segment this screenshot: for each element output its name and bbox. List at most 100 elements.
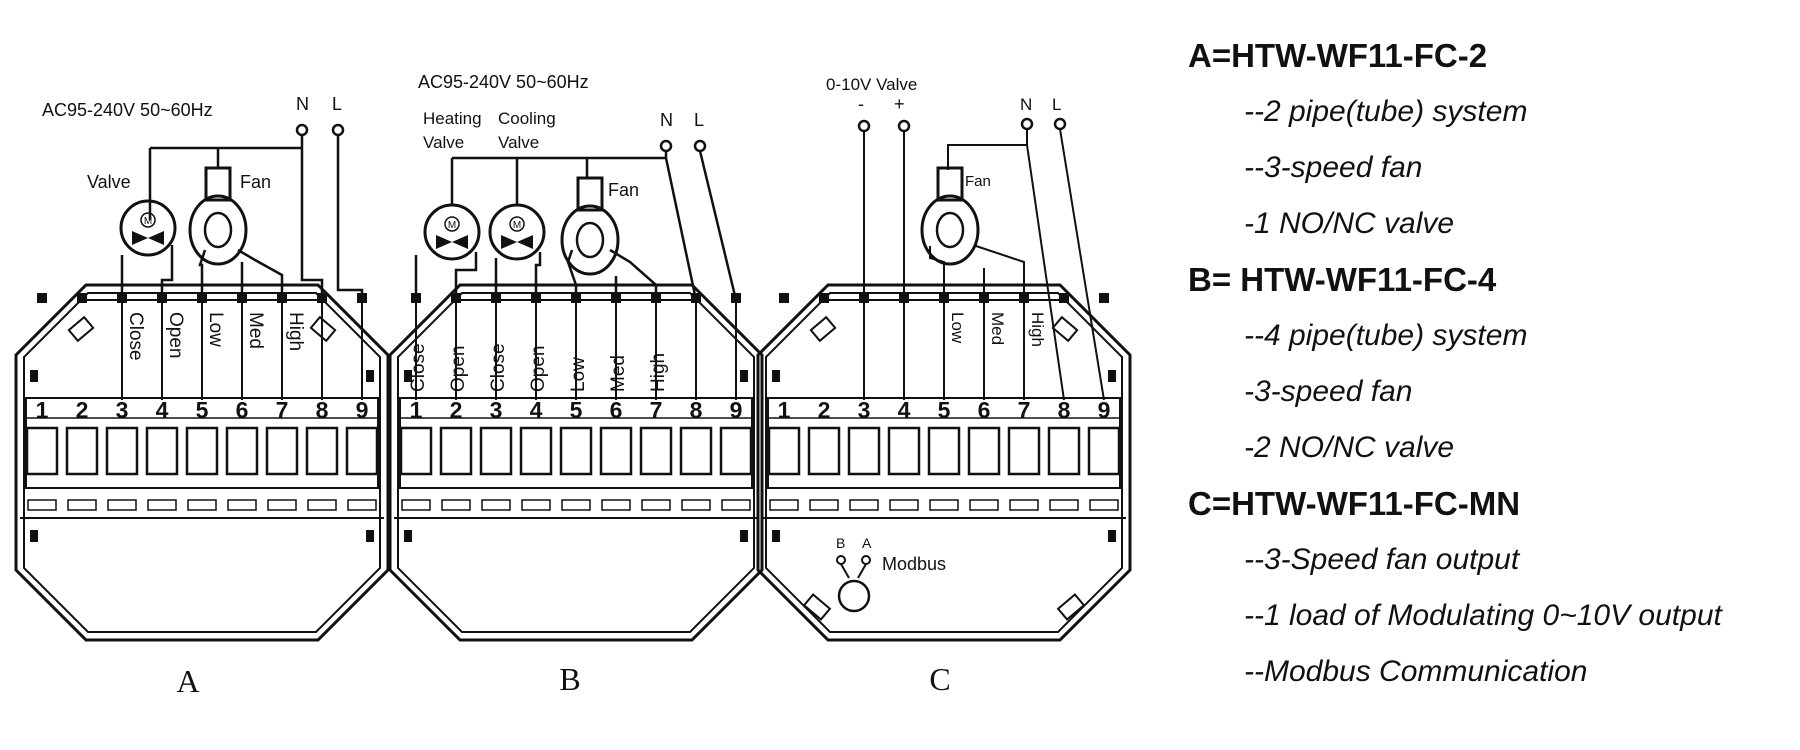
terminal-number: 9	[1098, 397, 1111, 423]
wire	[929, 246, 945, 300]
fan-label: Fan	[608, 180, 639, 200]
modbus-b-label: B	[836, 535, 845, 551]
terminal-screw	[639, 426, 673, 476]
wire	[237, 248, 284, 300]
legend-model-a: A=HTW-WF11-FC-2	[1188, 37, 1488, 74]
valve-symbol	[423, 203, 481, 261]
terminal-slot	[267, 499, 297, 511]
terminal-number: 1	[778, 397, 791, 423]
valve-symbol	[119, 199, 177, 257]
terminal-slot	[187, 499, 217, 511]
line-label: L	[1052, 95, 1061, 114]
neutral-label: N	[660, 110, 673, 130]
terminal-number: 9	[356, 397, 369, 423]
valve-motor-label: M	[513, 220, 521, 231]
fan-symbol	[576, 176, 604, 212]
modbus-a-label: A	[862, 535, 872, 551]
terminal-slot	[1009, 499, 1039, 511]
terminal-slot	[1049, 499, 1079, 511]
line-terminal	[693, 139, 707, 153]
terminal-screw	[439, 426, 473, 476]
corner-clip	[802, 593, 832, 621]
wire-label: Close	[488, 343, 509, 392]
terminal-number: 4	[156, 397, 169, 423]
cooling-valve-label: Cooling	[498, 109, 556, 128]
terminal-number: 6	[610, 397, 623, 423]
terminal-slot	[347, 499, 377, 511]
terminal-screw	[225, 426, 259, 476]
terminal-slot	[27, 499, 57, 511]
legend-feature: -3-speed fan	[1244, 375, 1413, 408]
terminal-screw	[479, 426, 513, 476]
valve-plus-terminal	[897, 119, 911, 133]
wire-label: Close	[125, 312, 146, 361]
modbus-port	[837, 579, 871, 613]
terminal-number: 4	[530, 397, 543, 423]
valve-body	[148, 231, 164, 245]
fan-symbol	[936, 166, 964, 202]
legend-feature: --2 pipe(tube) system	[1244, 95, 1528, 128]
valve-body	[132, 231, 148, 245]
fan-symbol	[575, 221, 605, 259]
terminal-screw	[305, 426, 339, 476]
neutral-label: N	[296, 94, 309, 114]
terminal-number: 2	[818, 397, 831, 423]
terminal-number: 5	[938, 397, 951, 423]
legend-model-b: B= HTW-WF11-FC-4	[1188, 261, 1497, 298]
terminal-number: 6	[978, 397, 991, 423]
housing-inner-outline	[397, 292, 755, 633]
terminal-screw	[719, 426, 753, 476]
corner-clip	[1056, 593, 1086, 621]
valve-motor-label: M	[448, 220, 456, 231]
modbus-b-terminal	[836, 555, 846, 565]
valve-body	[436, 235, 452, 249]
wire	[840, 563, 850, 579]
wire-label: Open	[448, 346, 469, 392]
terminal-number: 5	[570, 397, 583, 423]
legend-feature: -2 NO/NC valve	[1244, 431, 1455, 464]
valve-motor-label: M	[144, 216, 152, 227]
valve-symbol	[488, 203, 546, 261]
valve-minus-label: -	[858, 94, 864, 114]
terminal-screw	[519, 426, 553, 476]
corner-clip	[1051, 315, 1079, 343]
fan-symbol	[935, 211, 965, 249]
side-stud	[772, 370, 780, 382]
side-stud	[404, 370, 412, 382]
terminal-screw	[145, 426, 179, 476]
wire	[975, 245, 1025, 300]
terminal-slot	[681, 499, 711, 511]
terminal-slot	[969, 499, 999, 511]
wire-label: Med	[245, 312, 266, 349]
terminal-contact	[1059, 293, 1069, 303]
neutral-terminal	[1020, 117, 1034, 131]
terminal-number: 4	[898, 397, 911, 423]
line-label: L	[694, 110, 704, 130]
line-terminal	[1053, 117, 1067, 131]
side-stud	[30, 530, 38, 542]
terminal-slot	[721, 499, 751, 511]
wire	[664, 157, 698, 301]
housing-outline	[14, 283, 390, 642]
terminal-number: 7	[276, 397, 289, 423]
terminal-slot	[227, 499, 257, 511]
valve-body	[452, 235, 468, 249]
terminal-number: 7	[650, 397, 663, 423]
wire	[534, 252, 542, 300]
valve-body	[501, 235, 517, 249]
side-stud	[1108, 530, 1116, 542]
legend-feature: --1 load of Modulating 0~10V output	[1244, 599, 1722, 632]
side-stud	[404, 530, 412, 542]
terminal-screw	[105, 426, 139, 476]
valve-motor	[509, 216, 525, 232]
terminal-screw	[599, 426, 633, 476]
neutral-label: N	[1020, 95, 1032, 114]
terminal-screw	[847, 426, 881, 476]
terminal-number: 7	[1018, 397, 1031, 423]
wire-label: Low	[568, 357, 589, 392]
modbus-a-terminal	[861, 555, 871, 565]
wire-label: Open	[165, 312, 186, 358]
wire	[1026, 144, 1065, 401]
